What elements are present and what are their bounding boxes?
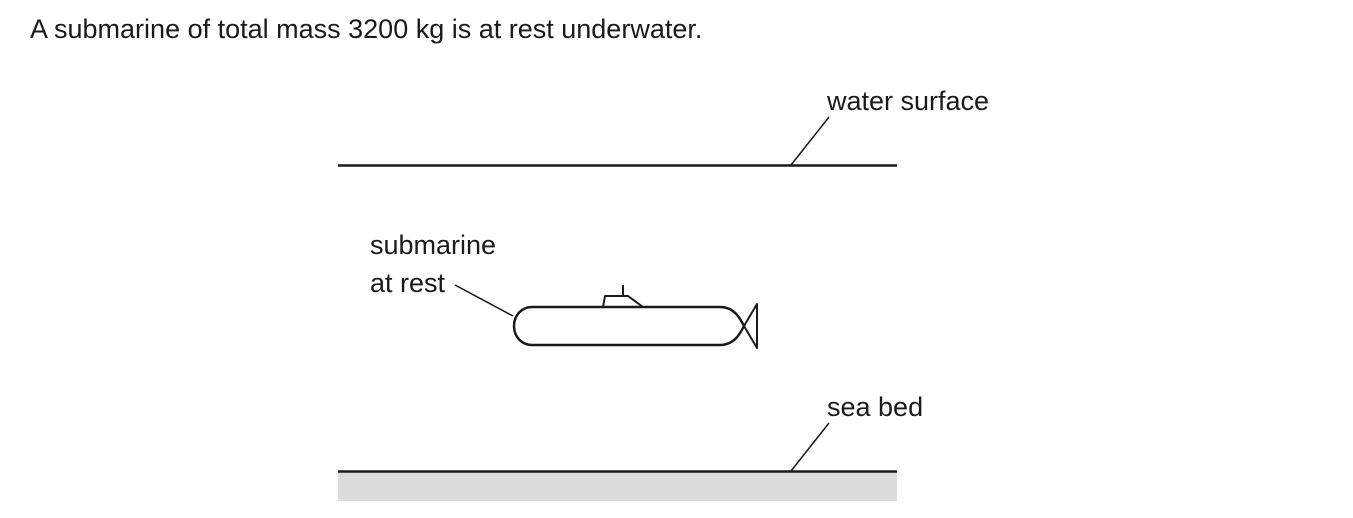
sea-bed-label: sea bed: [827, 392, 924, 422]
submarine-icon: [512, 285, 758, 349]
sea-bed-fill: [338, 472, 897, 501]
submarine-label-line2: at rest: [370, 268, 446, 298]
question-text: A submarine of total mass 3200 kg is at …: [30, 14, 703, 44]
submarine-label-line1: submarine: [370, 230, 497, 260]
water-surface-leader: [790, 116, 830, 166]
sea-bed-leader: [790, 422, 830, 472]
submarine-leader: [454, 284, 514, 317]
water-surface-label: water surface: [827, 86, 990, 116]
